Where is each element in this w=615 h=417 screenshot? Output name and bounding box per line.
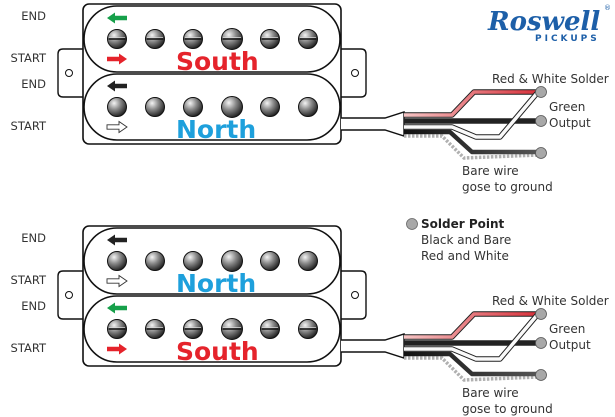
wire-label-ground: gose to ground	[462, 180, 553, 194]
solder-point-green-output	[535, 115, 547, 127]
pole-slug-icon	[298, 97, 318, 117]
brand-logo: Roswell ® PICKUPS	[487, 4, 611, 44]
brand-subtitle: PICKUPS	[535, 34, 600, 44]
red-wire	[404, 90, 538, 117]
black-wire	[404, 351, 538, 377]
end-arrow-icon	[107, 234, 127, 246]
end-arrow-icon	[107, 12, 127, 24]
mounting-hole-right	[351, 69, 359, 77]
end-arrow-icon	[107, 80, 127, 92]
coil-bobbin-south	[83, 5, 341, 73]
pole-slug-icon	[145, 251, 165, 271]
coil-bobbin-north	[83, 73, 341, 141]
lead-cable	[341, 333, 405, 359]
wire-label-ground: gose to ground	[462, 402, 553, 416]
start-arrow-icon	[106, 120, 128, 134]
pole-slug-icon	[221, 96, 243, 118]
solder-point-ground	[535, 369, 547, 381]
pole-slug-icon	[260, 251, 280, 271]
wire-label-output: Output	[549, 338, 591, 352]
pole-slug-icon	[107, 97, 127, 117]
coil-end-label: END	[21, 77, 46, 91]
pole-slug-icon	[298, 251, 318, 271]
coil-end-label: END	[21, 231, 46, 245]
pole-label-south: South	[176, 47, 259, 76]
lead-cable	[341, 111, 405, 137]
wire-label-green: Green	[549, 100, 585, 114]
coil-start-label: START	[11, 51, 47, 65]
wire-label-red-white: Red & White Solder	[492, 72, 609, 86]
coil-bobbin-north	[83, 227, 341, 295]
coil-start-label: START	[11, 273, 47, 287]
start-arrow-icon	[107, 53, 127, 65]
wire-label-bare: Bare wire	[462, 386, 519, 400]
white-wire	[404, 90, 540, 139]
wire-label-bare: Bare wire	[462, 164, 519, 178]
brand-name: Roswell	[487, 7, 600, 37]
wire-label-red-white: Red & White Solder	[492, 294, 609, 308]
bare-wire	[404, 356, 539, 382]
wire-label-output: Output	[549, 116, 591, 130]
solder-point-red-white	[535, 308, 547, 320]
mounting-hole-left	[65, 69, 73, 77]
legend-title: Solder Point	[421, 217, 505, 231]
coil-end-label: END	[21, 9, 46, 23]
mounting-hole-right	[351, 291, 359, 299]
legend-line-1: Black and Bare	[421, 233, 511, 247]
black-wire	[404, 129, 538, 155]
coil-start-label: START	[11, 341, 47, 355]
coil-end-label: END	[21, 299, 46, 313]
pole-slug-icon	[260, 97, 280, 117]
pole-label-south: South	[176, 337, 259, 366]
legend-line-2: Red and White	[421, 249, 509, 263]
pole-label-north: North	[176, 115, 256, 144]
pole-slug-icon	[221, 250, 243, 272]
solder-point-icon	[406, 218, 418, 230]
solder-point-ground	[535, 147, 547, 159]
solder-point-red-white	[535, 86, 547, 98]
mounting-hole-left	[65, 291, 73, 299]
pole-slug-icon	[183, 251, 203, 271]
white-wire	[404, 312, 540, 361]
registered-mark: ®	[604, 4, 611, 12]
end-arrow-icon	[107, 302, 127, 314]
wire-label-green: Green	[549, 322, 585, 336]
coil-bobbin-south	[83, 295, 341, 363]
bare-wire	[404, 134, 539, 160]
start-arrow-icon	[106, 274, 128, 288]
pole-label-north: North	[176, 269, 256, 298]
coil-start-label: START	[11, 119, 47, 133]
red-wire	[404, 312, 538, 339]
solder-point-legend: Solder Point Black and Bare Red and Whit…	[406, 217, 511, 263]
pole-slug-icon	[145, 97, 165, 117]
start-arrow-icon	[107, 343, 127, 355]
pole-slug-icon	[107, 251, 127, 271]
pole-slug-icon	[183, 97, 203, 117]
solder-point-green-output	[535, 337, 547, 349]
